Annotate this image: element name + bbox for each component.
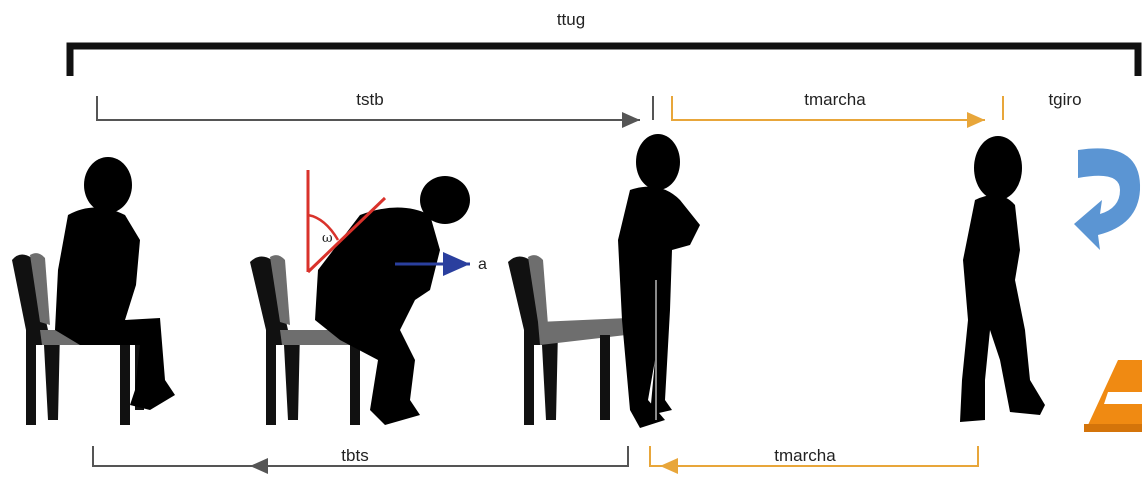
total-bracket: [70, 46, 1138, 76]
turn-label: tgiro: [1030, 90, 1100, 110]
walk-out-label: tmarcha: [780, 90, 890, 110]
walk-back-label: tmarcha: [750, 446, 860, 466]
traffic-cone-icon: [1084, 360, 1142, 432]
chair-icon: [508, 255, 628, 425]
turn-arrow-icon: [1074, 148, 1140, 250]
walking-person-icon: [960, 136, 1045, 422]
acceleration-symbol: a: [478, 256, 487, 273]
total-time-label: ttug: [0, 10, 1142, 30]
sit-to-stand-label: tstb: [330, 90, 410, 110]
standing-person-icon: [618, 134, 700, 428]
seated-person-icon: [55, 157, 175, 410]
rising-person-icon: [315, 176, 470, 425]
stand-to-sit-label: tbts: [325, 446, 385, 466]
angle-symbol: ω: [322, 231, 333, 246]
